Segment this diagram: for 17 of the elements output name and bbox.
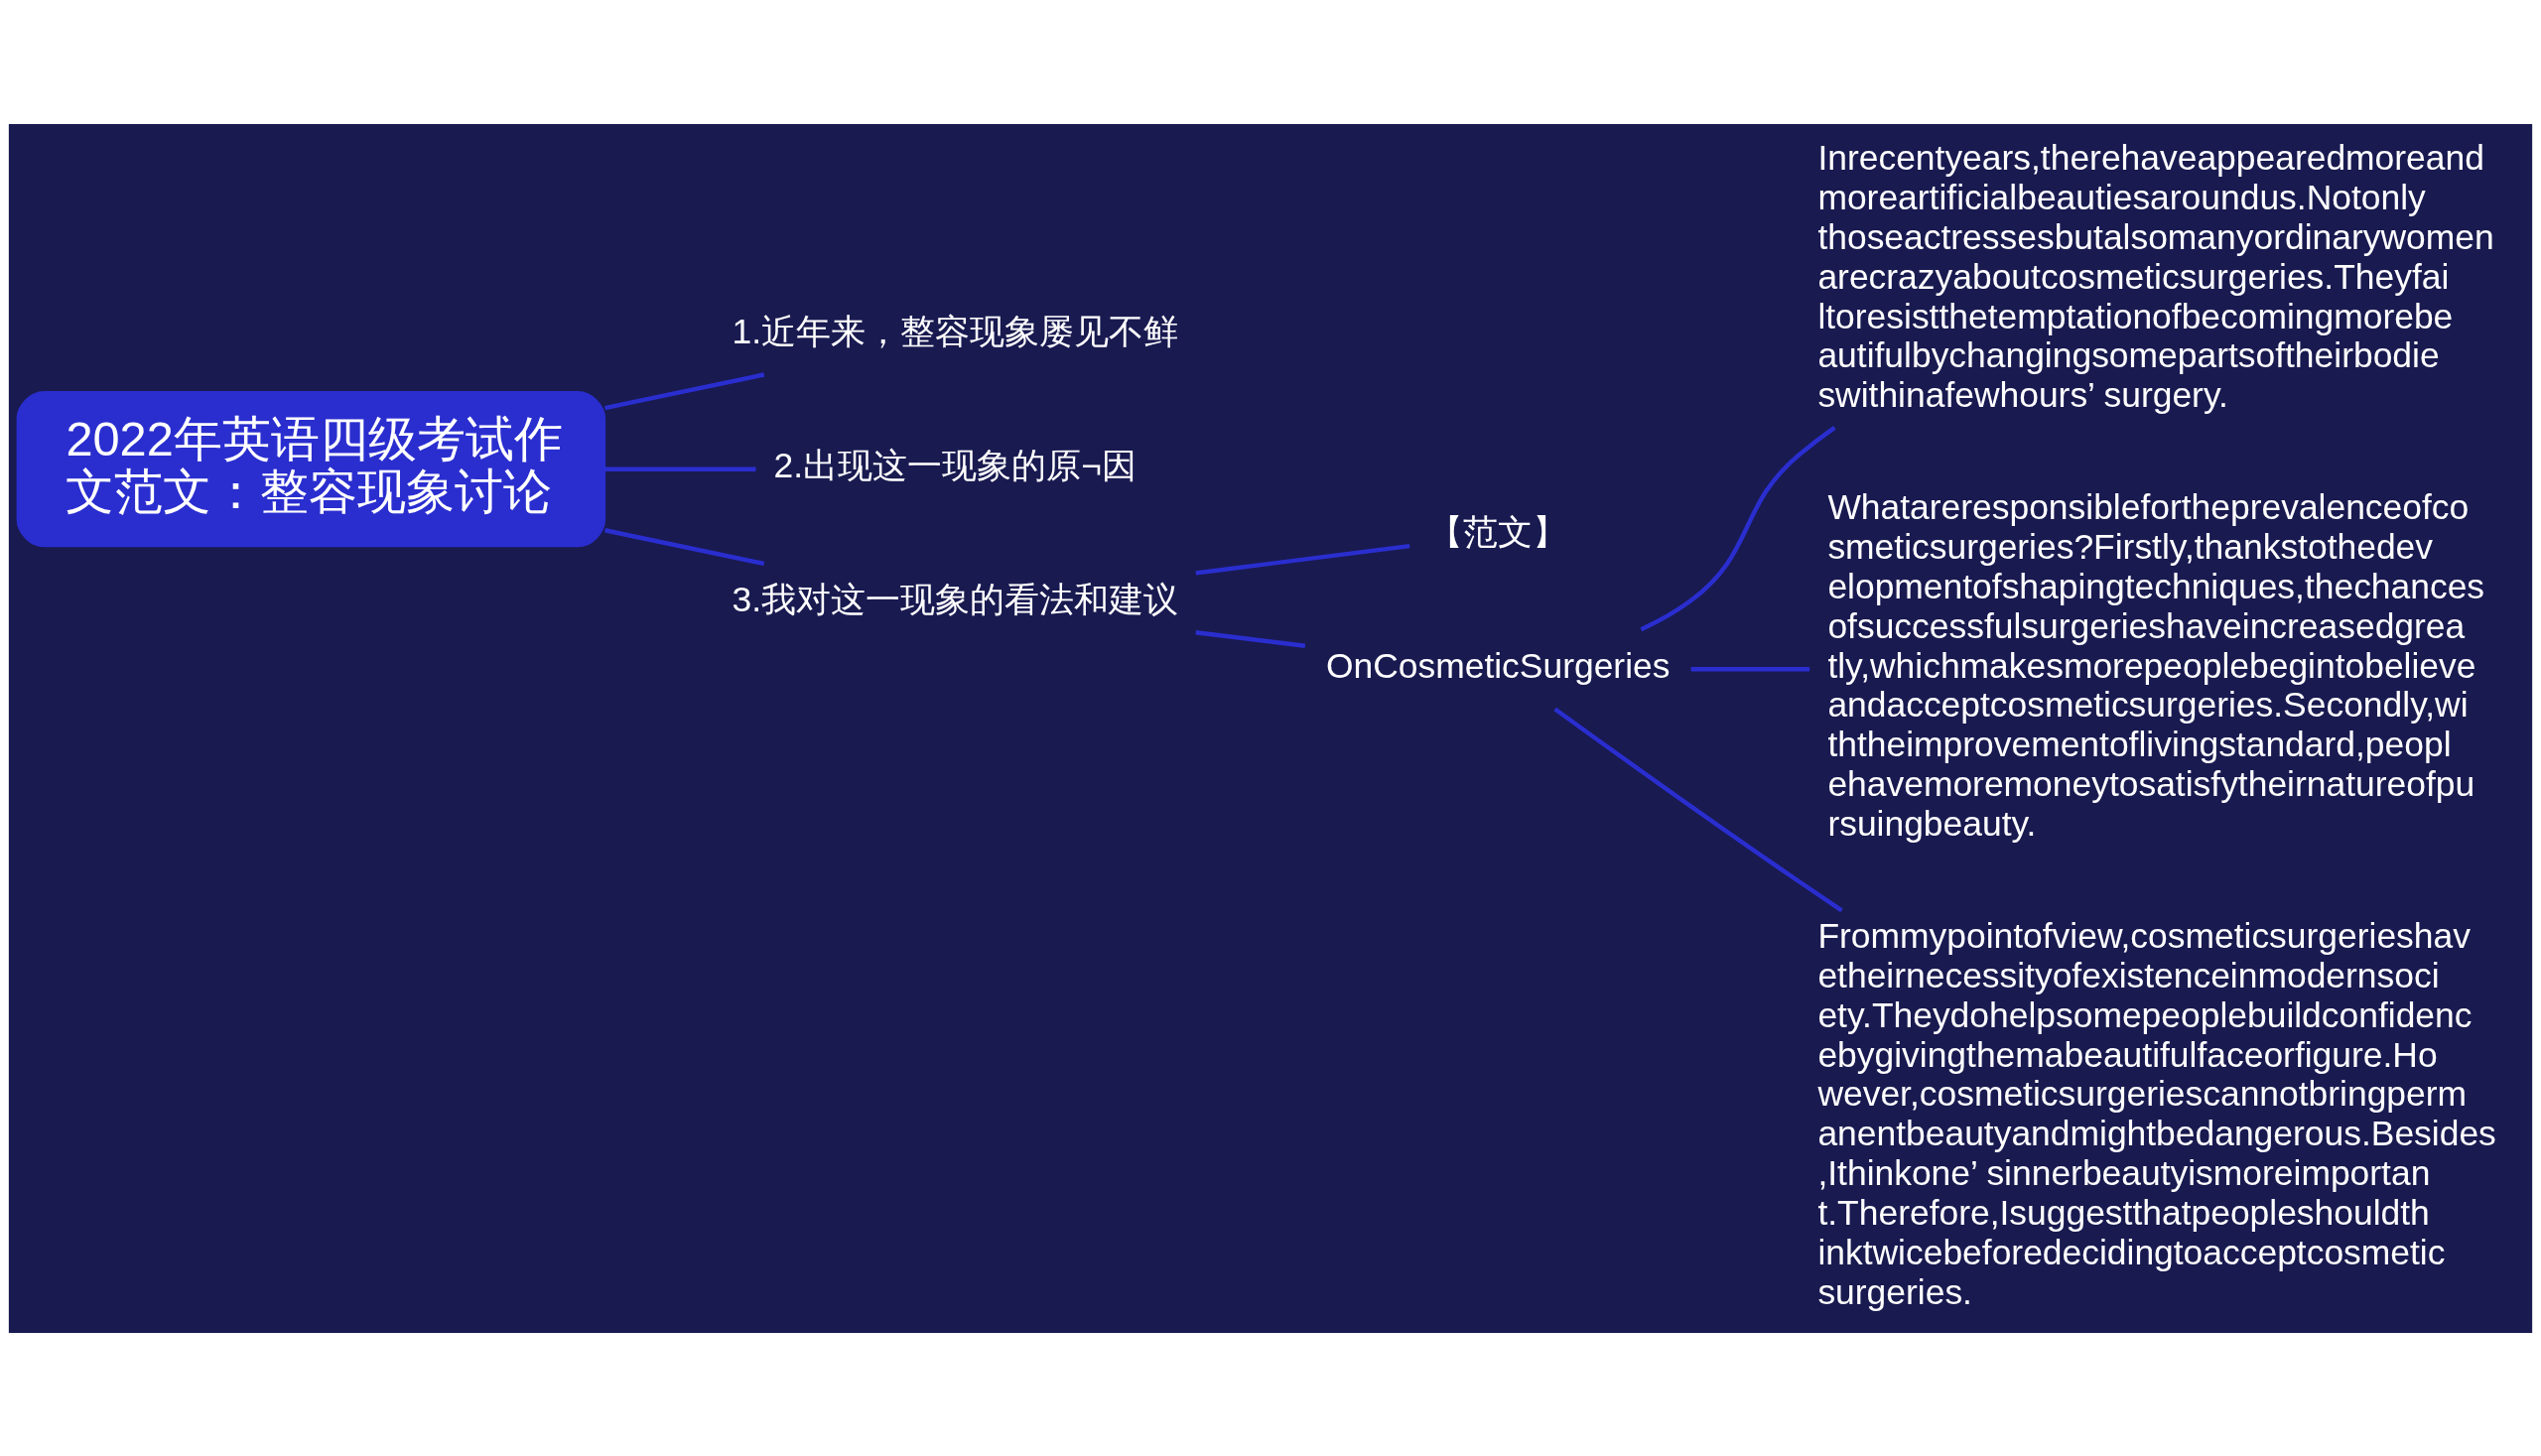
node-text: Whatareresponsiblefortheprevalenceofcosmeticsurgeries?Firstly,thankstothedevelopmentofshapingtechniques,thechancesofsuccessfulsurgerieshaveincreasedgreatly,whichmakesmorepeoplebegintobelieveandacceptcosmeticsurgeries.Secondly,withtheimprovementoflivingstandard,peoplehavemoremoneytosatisfytheirnatureofpursuingbeauty. — [1827, 486, 2485, 844]
connector — [1195, 629, 1306, 648]
node-text: 3.我对这一现象的看法和建议 — [732, 579, 1178, 619]
node-text: Inrecentyears,therehaveappearedmoreandmoreartificialbeautiesaroundus.Notonlythoseactressesbutalsomanyordinarywomenarecrazyaboutcosmeticsurgeries.Theyfailtoresistthetemptationofbecomingmorebeautifulbychangingsomepartsoftheirbodieswithinafewhours’ surgery. — [1817, 137, 2494, 415]
node-text: 【范文】 — [1428, 511, 1568, 552]
connector — [604, 527, 765, 566]
connector — [1553, 707, 1843, 912]
node-text: 1.近年来，整容现象屡见不鲜 — [732, 311, 1178, 351]
node-text: OnCosmeticSurgeries — [1325, 645, 1671, 686]
node-text: Frommypointofview,cosmeticsurgerieshavetheirnecessityofexistenceinmodernsociety.Theydohelpsomepeoplebuildconfidencebygivingthemabeautifulfaceorfigure.However,cosmeticsurgeriescannotbringpermanentbeautyandmightbedangerous.Besides,Ithinkone’ sinnerbeautyismoreimportant.Therefore,Isuggestthatpeopleshouldthinktwicebeforedecidingtoacceptcosmeticsurgeries. — [1817, 915, 2496, 1312]
connector — [604, 465, 756, 471]
connector — [604, 371, 765, 410]
connector — [1690, 666, 1810, 671]
connector — [1640, 425, 1836, 631]
node-box: 2022年英语四级考试作文范文：整容现象讨论 — [16, 390, 606, 547]
node-text: 2.出现这一现象的原¬因 — [773, 445, 1137, 485]
connector — [1195, 543, 1410, 576]
